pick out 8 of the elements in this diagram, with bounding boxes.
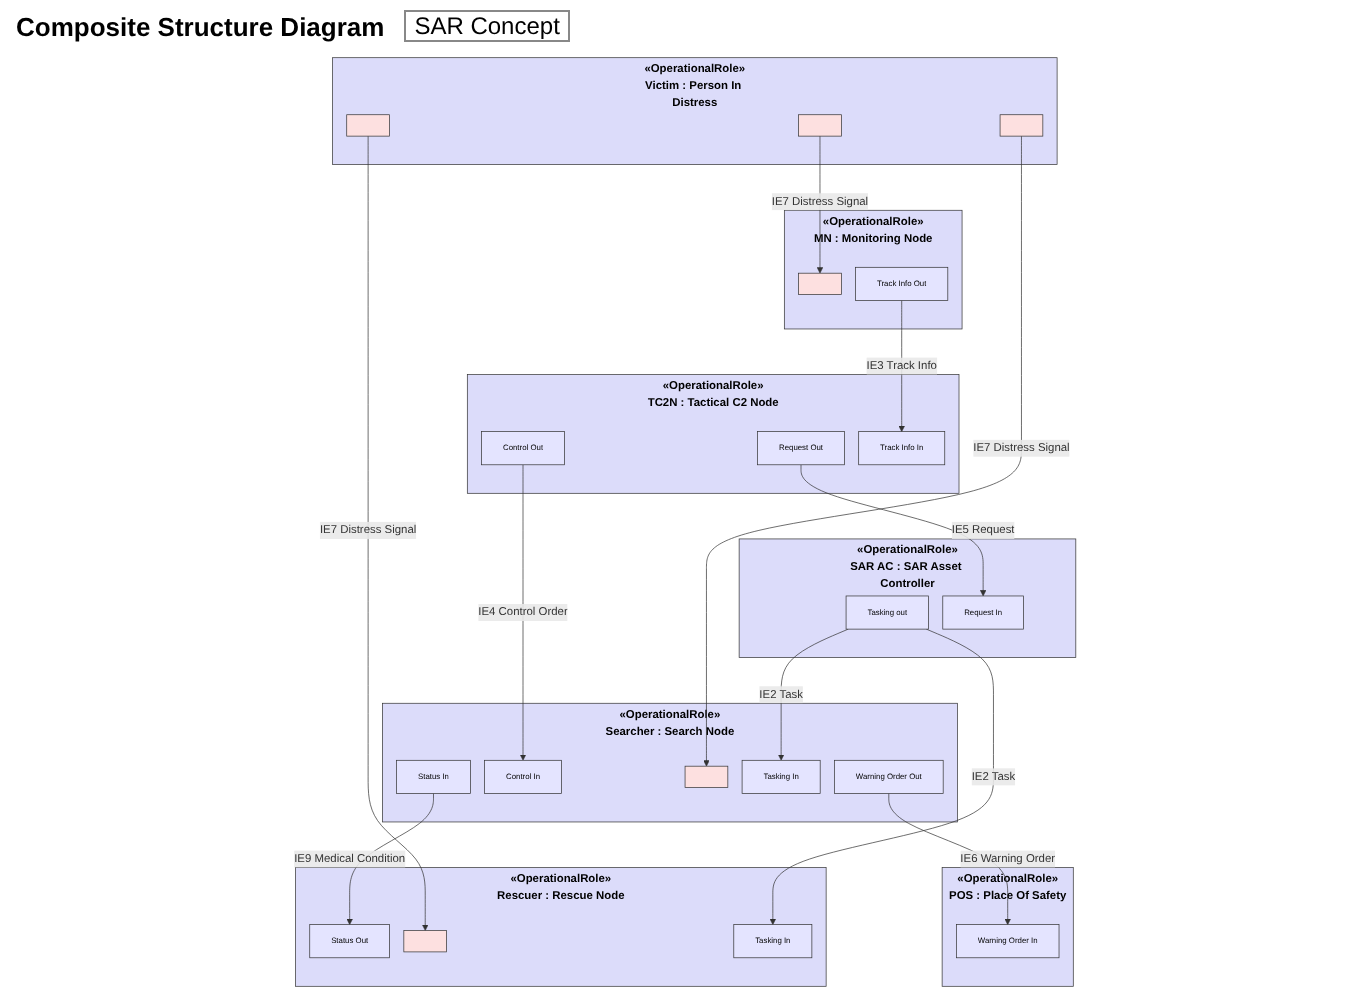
diagram-title: Composite Structure Diagram: [16, 11, 385, 41]
node-box: [684, 765, 729, 788]
frame-name: SAR Concept: [404, 10, 570, 42]
node-box: [798, 114, 842, 137]
node-box: [999, 114, 1044, 137]
node-box: [403, 930, 447, 953]
node-box: [346, 114, 390, 137]
node-box: [798, 272, 842, 295]
